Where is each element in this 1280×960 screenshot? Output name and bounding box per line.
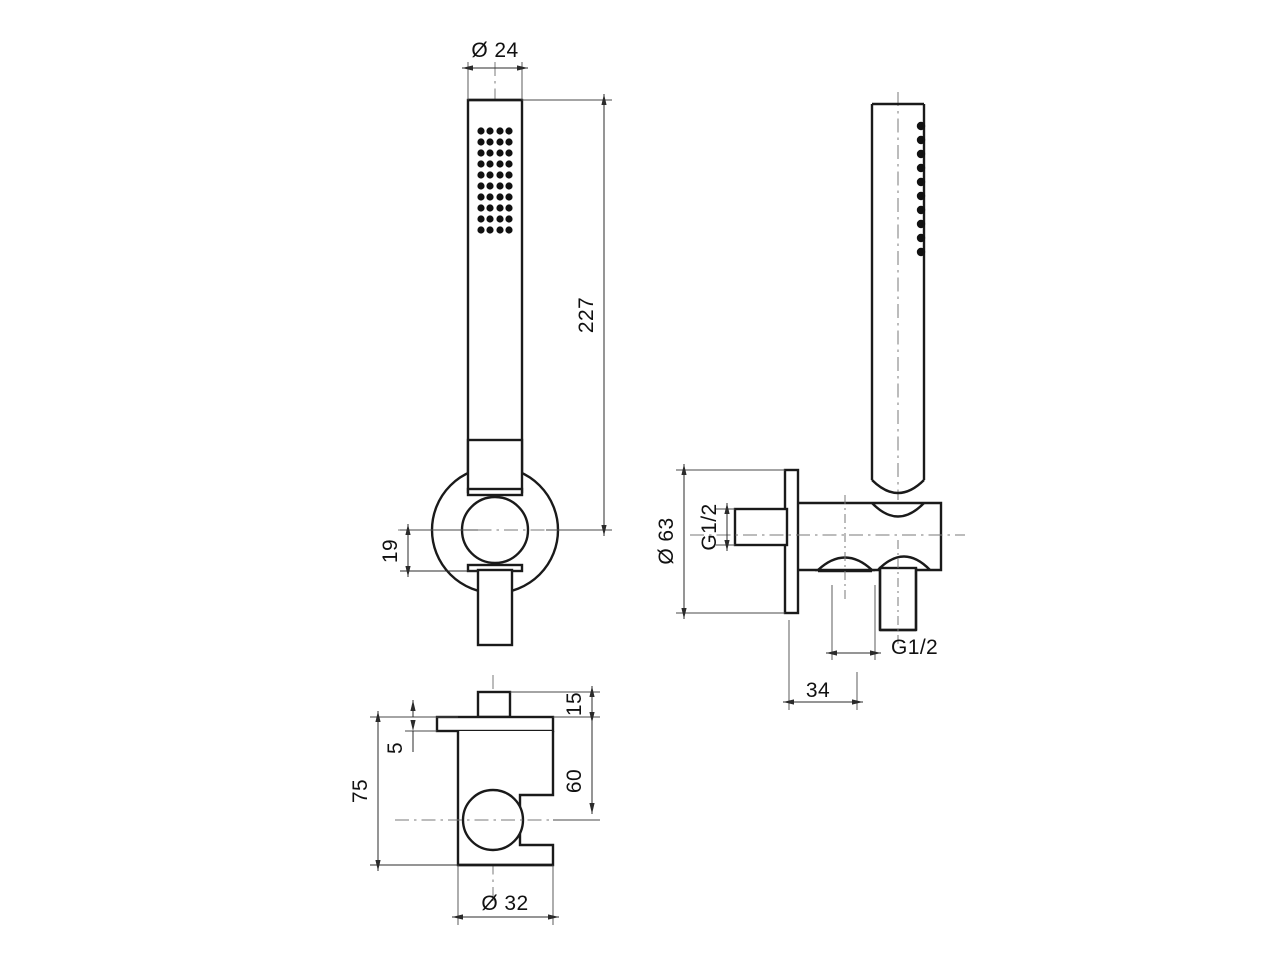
dim-label-60: 60 (563, 769, 586, 793)
handle-stub-dome (877, 555, 931, 571)
lower-outlet-stub (476, 568, 514, 647)
front-view-group: Ø 24 227 19 (379, 39, 612, 647)
side-handle-bottom-curve (871, 479, 925, 495)
dim-label-g12-inlet: G1/2 (698, 503, 721, 550)
dim-label-227: 227 (575, 297, 598, 333)
dim-label-d63: Ø 63 (655, 517, 678, 564)
side-view-group: Ø 63 G1/2 G1/2 34 (655, 92, 965, 710)
dim-label-15: 15 (563, 692, 586, 716)
bracket-detail-group: 75 5 15 60 Ø 32 (349, 675, 600, 925)
upper-collar-band (466, 487, 524, 497)
dim-label-g12-outlet: G1/2 (891, 636, 938, 659)
bracket-top-cap (476, 690, 512, 719)
bracket-flange-plate (435, 715, 555, 733)
dim-label-34: 34 (806, 679, 830, 702)
handle-seat-curve (871, 502, 925, 518)
spray-hole-grid (477, 127, 513, 234)
dim-label-5: 5 (384, 742, 407, 754)
inlet-thread-nipple (733, 507, 789, 547)
handle-tube-body (466, 98, 524, 492)
handle-tube-over-rose (466, 438, 524, 494)
dim-label-d32: Ø 32 (481, 892, 528, 915)
bracket-hub-circle (461, 788, 525, 852)
dim-label-19: 19 (379, 539, 402, 563)
dim-label-75: 75 (349, 779, 372, 803)
side-spray-hole-column (916, 121, 926, 257)
dim-label-d24: Ø 24 (471, 39, 518, 62)
